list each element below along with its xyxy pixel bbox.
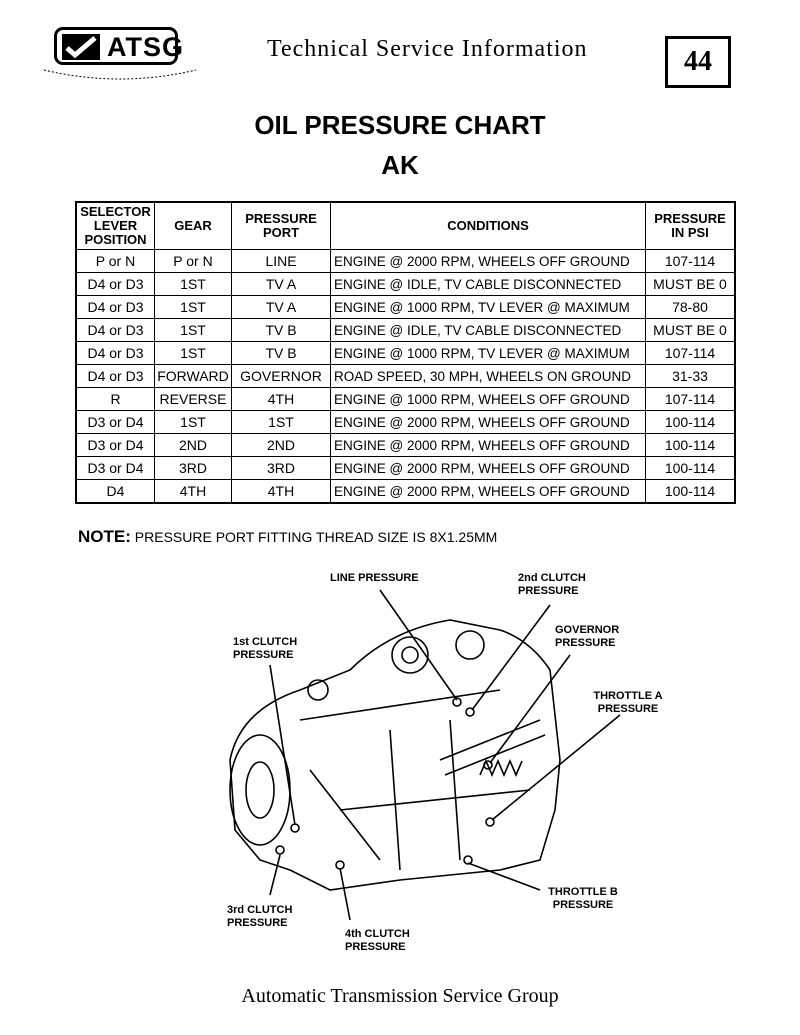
table-cell: 3RD [231, 456, 331, 480]
table-cell: D4 or D3 [75, 341, 155, 365]
table-cell: D4 or D3 [75, 318, 155, 342]
table-cell: D4 or D3 [75, 295, 155, 319]
oil-pressure-table: SELECTOR LEVER POSITION GEAR PRESSURE PO… [75, 201, 736, 504]
label-3rd-clutch-pressure: 3rd CLUTCH PRESSURE [227, 904, 293, 929]
table-cell: LINE [231, 249, 331, 273]
table-cell: TV B [231, 318, 331, 342]
table-cell: 4TH [154, 479, 232, 504]
table-cell: 107-114 [645, 249, 736, 273]
transmission-diagram: LINE PRESSURE 2nd CLUTCH PRESSURE GOVERN… [200, 560, 663, 960]
table-cell: MUST BE 0 [645, 318, 736, 342]
table-cell: ENGINE @ 2000 RPM, WHEELS OFF GROUND [330, 479, 646, 504]
table-cell: 107-114 [645, 341, 736, 365]
table-cell: ENGINE @ IDLE, TV CABLE DISCONNECTED [330, 318, 646, 342]
table-cell: ENGINE @ 2000 RPM, WHEELS OFF GROUND [330, 410, 646, 434]
table-cell: 1ST [154, 341, 232, 365]
note: NOTE: PRESSURE PORT FITTING THREAD SIZE … [78, 527, 497, 547]
table-cell: 4TH [231, 479, 331, 504]
table-cell: D4 or D3 [75, 272, 155, 296]
label-governor-pressure: GOVERNOR PRESSURE [555, 624, 620, 649]
atsg-logo: ATSG [54, 27, 183, 65]
table-cell: TV A [231, 272, 331, 296]
table-cell: ENGINE @ 2000 RPM, WHEELS OFF GROUND [330, 456, 646, 480]
table-cell: 107-114 [645, 387, 736, 411]
label-1st-clutch-pressure: 1st CLUTCH PRESSURE [233, 636, 298, 661]
table-cell: 1ST [154, 318, 232, 342]
table-cell: ENGINE @ 1000 RPM, TV LEVER @ MAXIMUM [330, 341, 646, 365]
column-header: PRESSURE IN PSI [645, 201, 736, 250]
table-cell: R [75, 387, 155, 411]
table-cell: ROAD SPEED, 30 MPH, WHEELS ON GROUND [330, 364, 646, 388]
table-cell: 31-33 [645, 364, 736, 388]
header-title: Technical Service Information [267, 36, 588, 62]
logo-text: ATSG [107, 32, 184, 62]
table-cell: ENGINE @ 2000 RPM, WHEELS OFF GROUND [330, 433, 646, 457]
table-cell: 2ND [231, 433, 331, 457]
table-cell: P or N [75, 249, 155, 273]
page-number-text: 44 [684, 46, 712, 77]
table-cell: 100-114 [645, 479, 736, 504]
label-throttle-a-pressure: THROTTLE A PRESSURE [593, 690, 663, 715]
table-cell: D3 or D4 [75, 410, 155, 434]
table-cell: TV B [231, 341, 331, 365]
table-cell: 100-114 [645, 410, 736, 434]
footer: Automatic Transmission Service Group [241, 985, 559, 1007]
table-cell: 2ND [154, 433, 232, 457]
table-cell: ENGINE @ 1000 RPM, WHEELS OFF GROUND [330, 387, 646, 411]
table-cell: 1ST [154, 295, 232, 319]
table-cell: D4 [75, 479, 155, 504]
column-header: SELECTOR LEVER POSITION [75, 201, 155, 250]
table-cell: 1ST [154, 272, 232, 296]
transmission-illustration [229, 589, 621, 921]
logo-subtext-arc [43, 69, 197, 80]
column-header: CONDITIONS [330, 201, 646, 250]
table-cell: D3 or D4 [75, 456, 155, 480]
table-cell: 100-114 [645, 433, 736, 457]
note-text: PRESSURE PORT FITTING THREAD SIZE IS 8X1… [130, 529, 498, 545]
checkmark-logo-icon [62, 34, 100, 60]
table-cell: 4TH [231, 387, 331, 411]
page-number: 44 [665, 36, 731, 88]
table-cell: FORWARD [154, 364, 232, 388]
document-title: OIL PRESSURE CHART [254, 110, 546, 140]
column-header: PRESSURE PORT [231, 201, 331, 250]
table-cell: GOVERNOR [231, 364, 331, 388]
note-label: NOTE: [78, 527, 131, 546]
model-title: AK [381, 150, 419, 180]
table-cell: REVERSE [154, 387, 232, 411]
table-cell: 1ST [154, 410, 232, 434]
label-throttle-b-pressure: THROTTLE B PRESSURE [548, 886, 618, 911]
table-cell: ENGINE @ 1000 RPM, TV LEVER @ MAXIMUM [330, 295, 646, 319]
label-2nd-clutch-pressure: 2nd CLUTCH PRESSURE [518, 572, 586, 597]
table-cell: P or N [154, 249, 232, 273]
table-cell: D3 or D4 [75, 433, 155, 457]
table-cell: D4 or D3 [75, 364, 155, 388]
column-header: GEAR [154, 201, 232, 250]
table-cell: ENGINE @ IDLE, TV CABLE DISCONNECTED [330, 272, 646, 296]
table-cell: TV A [231, 295, 331, 319]
label-4th-clutch-pressure: 4th CLUTCH PRESSURE [345, 928, 410, 953]
table-cell: 100-114 [645, 456, 736, 480]
table-cell: MUST BE 0 [645, 272, 736, 296]
table-cell: 1ST [231, 410, 331, 434]
table-cell: 3RD [154, 456, 232, 480]
label-line-pressure: LINE PRESSURE [330, 572, 419, 584]
table-cell: 78-80 [645, 295, 736, 319]
table-cell: ENGINE @ 2000 RPM, WHEELS OFF GROUND [330, 249, 646, 273]
table-header-row: SELECTOR LEVER POSITION GEAR PRESSURE PO… [75, 201, 736, 250]
